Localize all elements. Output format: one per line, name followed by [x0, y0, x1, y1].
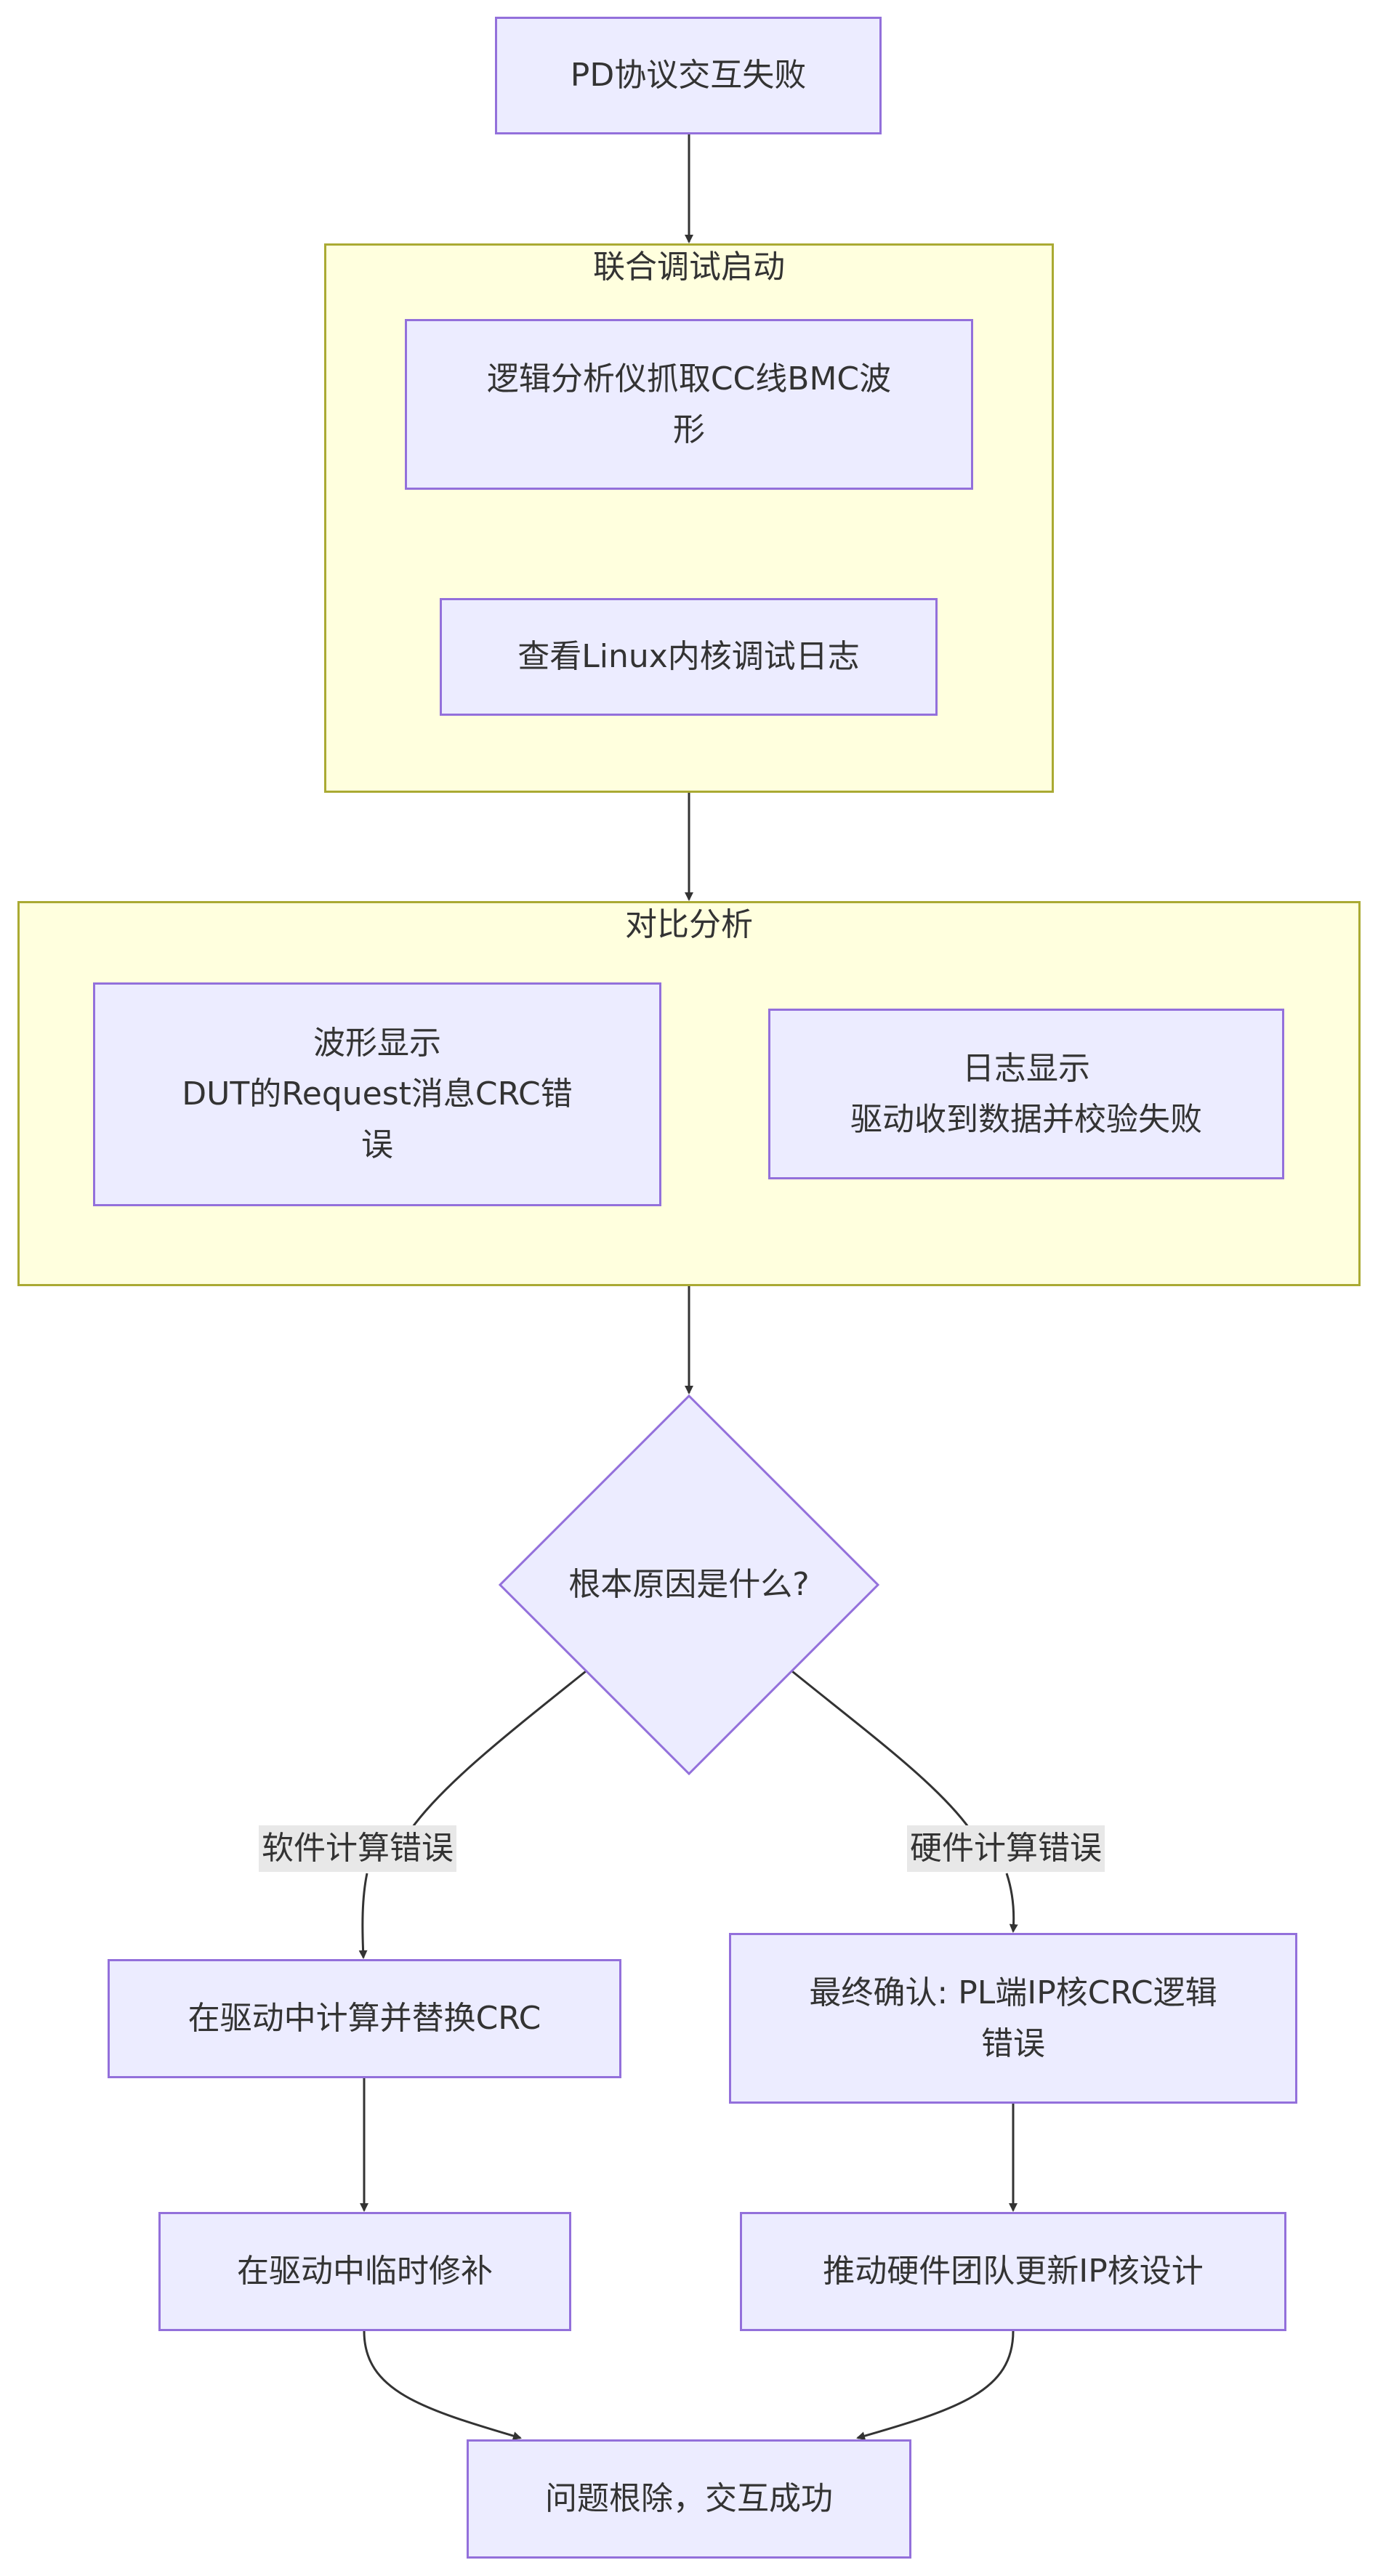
edge-sw-patch-to-end	[363, 2330, 522, 2440]
edge-hw-push-to-end	[856, 2330, 1015, 2441]
node-sw-patch-label: 在驱动中临时修补	[237, 2253, 493, 2290]
cluster-joint-debug-title: 联合调试启动	[593, 249, 785, 286]
node-hw-push[interactable]: 推动硬件团队更新IP核设计	[740, 2212, 1286, 2331]
node-start-label: PD协议交互失败	[570, 57, 807, 94]
node-log-result[interactable]: 日志显示 驱动收到数据并校验失败	[768, 1009, 1284, 1179]
node-capture-waveform-label: 逻辑分析仪抓取CC线BMC波 形	[486, 360, 892, 448]
node-hw-confirm-label: 最终确认: PL端IP核CRC逻辑 错误	[809, 1974, 1217, 2062]
edge-label-software: 软件计算错误	[259, 1825, 456, 1872]
edge-decision-to-sw-fix	[363, 1670, 587, 1958]
node-decision-label: 根本原因是什么?	[568, 1566, 810, 1603]
node-view-logs-label: 查看Linux内核调试日志	[517, 638, 860, 675]
node-sw-patch[interactable]: 在驱动中临时修补	[158, 2212, 571, 2331]
node-sw-fix[interactable]: 在驱动中计算并替换CRC	[108, 1959, 621, 2078]
node-waveform-result[interactable]: 波形显示 DUT的Request消息CRC错 误	[93, 982, 661, 1206]
node-waveform-result-label: 波形显示 DUT的Request消息CRC错 误	[182, 1025, 573, 1163]
node-capture-waveform[interactable]: 逻辑分析仪抓取CC线BMC波 形	[405, 319, 973, 490]
node-start[interactable]: PD协议交互失败	[495, 17, 882, 134]
node-hw-confirm[interactable]: 最终确认: PL端IP核CRC逻辑 错误	[729, 1933, 1297, 2104]
node-sw-fix-label: 在驱动中计算并替换CRC	[188, 2000, 541, 2037]
node-log-result-label: 日志显示 驱动收到数据并校验失败	[850, 1049, 1202, 1138]
edge-decision-to-hw-confirm	[791, 1670, 1014, 1931]
node-hw-push-label: 推动硬件团队更新IP核设计	[823, 2253, 1204, 2290]
edge-label-hardware: 硬件计算错误	[907, 1825, 1105, 1872]
node-end[interactable]: 问题根除，交互成功	[467, 2439, 911, 2559]
cluster-compare-title: 对比分析	[625, 906, 753, 943]
node-end-label: 问题根除，交互成功	[545, 2480, 833, 2517]
node-view-logs[interactable]: 查看Linux内核调试日志	[440, 598, 938, 716]
node-decision-shape[interactable]	[499, 1394, 879, 1775]
